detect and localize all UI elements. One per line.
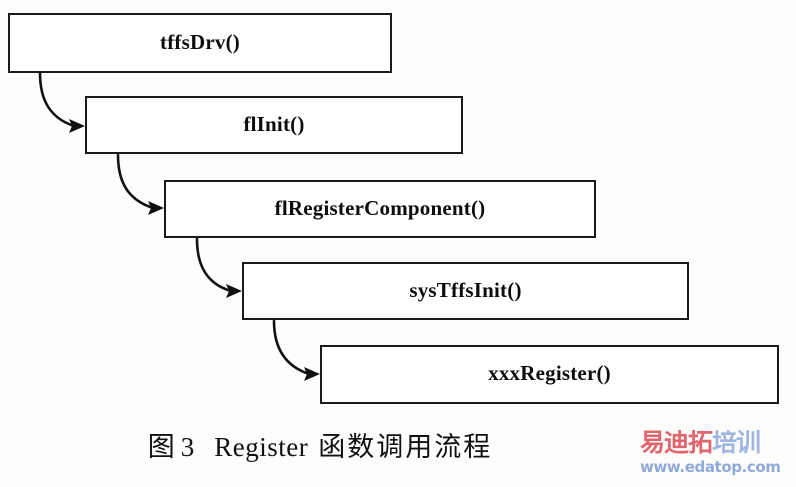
- watermark: 易迪拓培训 www.edatop.com: [640, 430, 792, 482]
- arrow-flinit-to-flregistercomponent: [116, 153, 164, 215]
- caption-latin-term: Register: [214, 432, 309, 462]
- flow-node-xxxregister: xxxRegister(): [320, 345, 779, 404]
- watermark-url: www.edatop.com: [640, 458, 781, 477]
- watermark-brand-red: 易迪拓: [640, 430, 713, 457]
- arrow-head-icon: [304, 367, 320, 381]
- flow-node-label: flInit(): [243, 111, 305, 136]
- caption-suffix: 函数调用流程: [318, 432, 493, 462]
- watermark-brand: 易迪拓培训: [640, 430, 792, 456]
- flow-node-label: flRegisterComponent(): [274, 195, 486, 220]
- arrow-flregistercomponent-to-systffsinit: [195, 237, 242, 298]
- flow-node-flregistercomponent: flRegisterComponent(): [164, 180, 596, 238]
- caption-prefix: 图: [147, 432, 175, 462]
- watermark-brand-blue: 培训: [712, 430, 761, 457]
- arrow-curve: [38, 71, 76, 128]
- arrow-curve: [272, 319, 311, 376]
- flow-node-tffsdrv: tffsDrv(): [8, 13, 392, 73]
- flow-node-label: sysTffsInit(): [409, 277, 522, 302]
- arrow-systffsinit-to-xxxregister: [272, 319, 320, 381]
- flow-node-label: xxxRegister(): [488, 361, 611, 385]
- flow-node-label: tffsDrv(): [160, 29, 240, 54]
- arrow-curve: [195, 237, 233, 293]
- arrow-head-icon: [226, 284, 242, 298]
- flow-node-systffsinit: sysTffsInit(): [242, 262, 689, 320]
- arrow-tffsdrv-to-flinit: [38, 71, 85, 133]
- flow-node-flinit: flInit(): [85, 96, 463, 154]
- arrow-head-icon: [148, 201, 164, 215]
- arrow-curve: [116, 153, 155, 210]
- arrow-head-icon: [69, 119, 85, 133]
- caption-number: 3: [180, 432, 195, 462]
